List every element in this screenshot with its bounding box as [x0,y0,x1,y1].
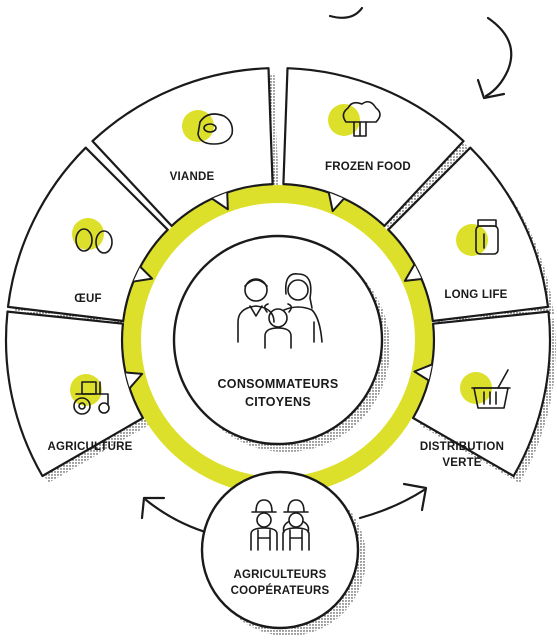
family-icon [237,273,323,349]
egg-icon [72,218,113,254]
segment-frozen [282,67,465,227]
notch-frozen [327,192,345,213]
segment-label-longlife: LONG LIFE [444,289,507,301]
bottom-label-line2: COOPÉRATEURS [231,584,330,597]
broccoli-icon [328,100,381,137]
center-label-line1: CONSOMMATEURS [217,377,338,391]
notch-agriculture [125,371,144,389]
notch-longlife [403,263,422,282]
notches [125,192,433,389]
tractor-icon [70,374,110,415]
meat-icon [182,110,234,145]
left-bottom-arrow [140,496,214,536]
segment-label-frozen: FROZEN FOOD [325,161,411,173]
top-curved-arrow [328,6,513,100]
segment-label-oeuf: ŒUF [74,293,101,305]
bottom-circle [200,470,366,636]
right-bottom-arrow [358,482,428,520]
basket-icon [460,369,511,409]
notch-viande [211,192,229,211]
segment-viande [91,67,274,227]
farmers-icon [250,499,310,551]
segment-label-agriculture: AGRICULTURE [47,441,132,453]
segment-label-viande: VIANDE [170,171,215,183]
segment-label-distribution-line1: DISTRIBUTION [420,441,504,453]
notch-oeuf [133,266,154,283]
segment-label-distribution-line2: VERTE [442,457,481,469]
jar-icon [456,219,499,256]
notch-distribution [413,363,433,382]
center-circle [172,234,390,452]
bottom-label-line1: AGRICULTEURS [234,569,327,581]
center-label-line2: CITOYENS [245,395,311,409]
